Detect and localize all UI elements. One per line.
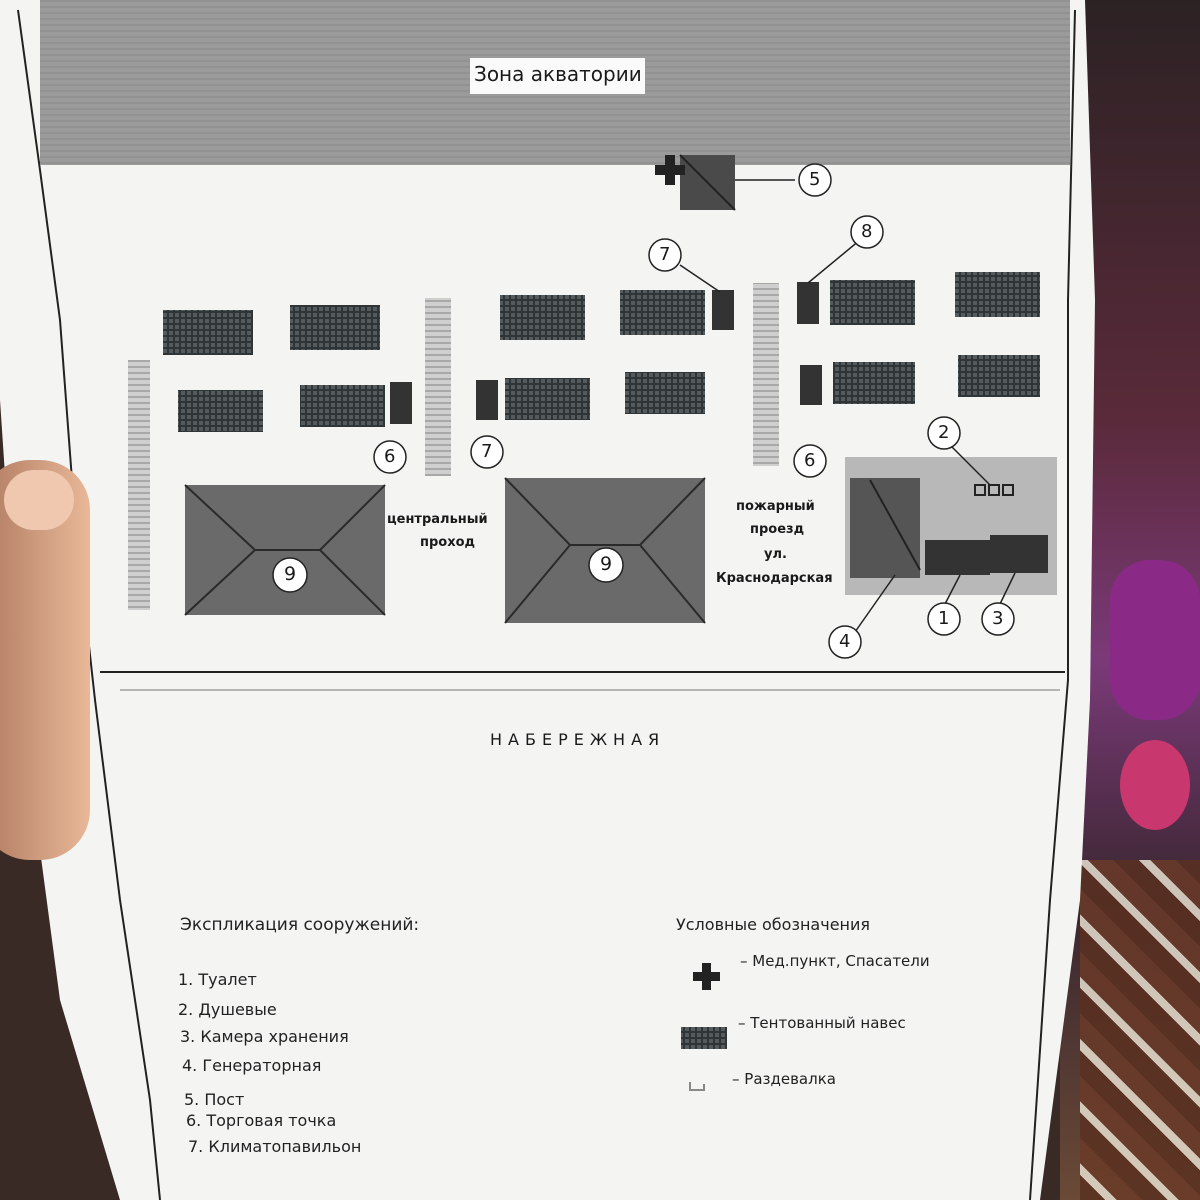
leader-7a [679,264,721,293]
background-pattern [1080,860,1200,1200]
background-bag-accent [1120,740,1190,830]
central-passage-label-line1: центральный [387,512,488,527]
tent-canopy [500,295,585,340]
climate-pavilion [712,290,734,330]
marker-circle [828,625,862,659]
post-roof-line [679,154,736,211]
fire-passage-label-line2: проезд [750,522,805,537]
explication-item: 6. Торговая точка [186,1111,337,1130]
leader-4 [854,574,896,633]
frame-right [1029,9,1076,1200]
marker-label: 7 [659,244,671,265]
marker-label: 4 [839,631,851,652]
marker-circle [850,215,884,249]
fire-passage-label-line1: пожарный [736,499,815,514]
legend-title: Условные обозначения [676,915,871,934]
tent-canopy [178,390,263,432]
background-bag [1110,560,1200,720]
explication-item: 4. Генераторная [182,1056,322,1075]
marker-label: 7 [481,441,493,462]
number-markers [272,163,1015,659]
explication-item: 5. Пост [184,1090,245,1109]
tent-canopy [958,355,1040,397]
trade-point [390,382,412,424]
marker-circle [470,435,504,469]
generator-roof-line [869,479,921,571]
fire-passage-label-line3: ул. [764,547,787,562]
marker-label: 1 [938,608,950,629]
marker-label: 6 [384,446,396,467]
legend-item-changing: – Раздевалка [732,1070,836,1088]
central-passage-label-line2: проход [420,535,476,550]
embankment-label: НАБЕРЕЖНАЯ [490,730,666,749]
leader-2 [949,444,991,486]
legend-item-medical: – Мед.пункт, Спасатели [740,952,930,970]
tent-canopy [290,305,380,350]
trade-point [797,282,819,324]
explication-title: Экспликация сооружений: [180,915,420,935]
explication-item: 3. Камера хранения [180,1027,349,1046]
tent-canopy [833,362,915,404]
tent-canopy [163,310,253,355]
shower-cell [974,484,986,496]
leader-8 [807,239,861,284]
marker-label: 5 [809,169,821,190]
climate-pavilion [476,380,498,420]
explication-item: 7. Климатопавильон [188,1137,362,1156]
marker-circle [927,416,961,450]
marker-circle [798,163,832,197]
pavilion-9-center-roof [504,477,706,624]
explication-item: 1. Туалет [178,970,257,989]
pavilion-9-left-roof [184,484,386,616]
marker-label: 2 [938,422,950,443]
tent-canopy [505,378,590,420]
marker-label: 9 [284,563,297,585]
water-zone-label: Зона акватории [474,62,642,86]
leader-1 [944,574,961,605]
legend-cross-icon [693,963,720,990]
legend-item-tent: – Тентованный навес [738,1014,906,1032]
shower-cell [1002,484,1014,496]
tent-canopy [830,280,915,325]
passage-strip [425,298,451,476]
leader-3 [999,572,1016,605]
trade-point [800,365,822,405]
toilet-block [925,540,990,575]
explication-item: 2. Душевые [178,1000,277,1019]
tent-canopy [955,272,1040,317]
tent-canopy [620,290,705,335]
marker-label: 6 [804,450,816,471]
marker-circle [793,444,827,478]
passage-strip [128,360,150,610]
shower-cell [988,484,1000,496]
hand-fingernail [4,470,74,530]
storage-block [990,535,1048,573]
marker-label: 3 [992,608,1004,629]
tent-canopy [625,372,705,414]
marker-circle [373,440,407,474]
marker-circle [272,557,308,593]
water-zone-label-box [470,58,645,94]
marker-circle [588,547,624,583]
fire-passage-label-line4: Краснодарская [716,571,833,586]
tent-canopy [300,385,385,427]
passage-strip [753,283,779,466]
marker-circle [648,238,682,272]
marker-circle [981,602,1015,636]
marker-circle [927,602,961,636]
legend-tent-canopy-icon [681,1027,727,1049]
legend-changing-room-icon [689,1082,705,1091]
generator-building [850,478,920,578]
cross-icon [655,155,685,185]
marker-label: 9 [600,553,613,575]
marker-label: 8 [861,221,873,242]
